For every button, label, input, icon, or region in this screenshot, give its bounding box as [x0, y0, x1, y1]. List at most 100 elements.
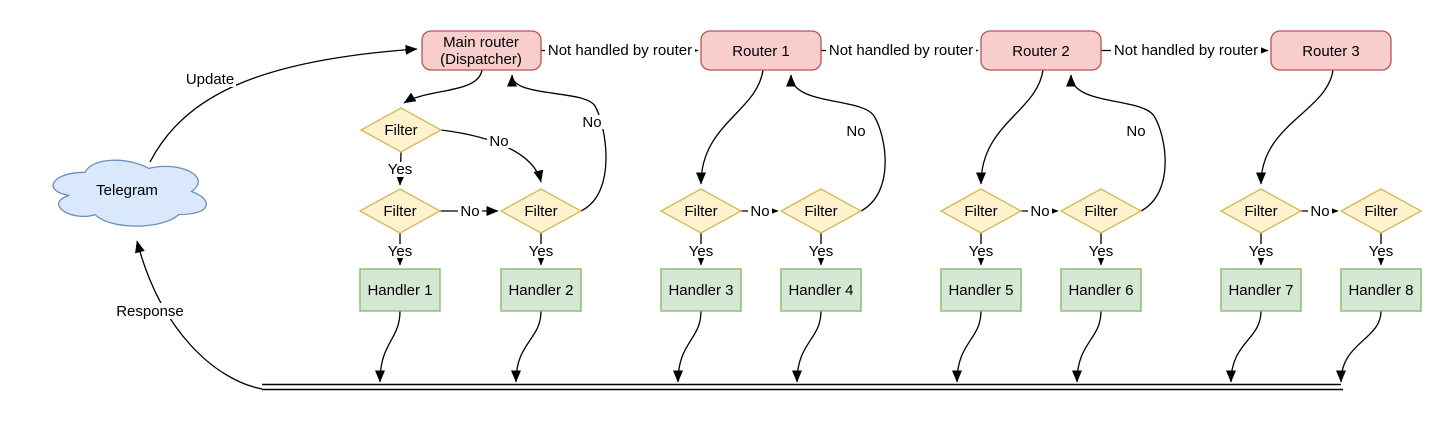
router1-filter-right-node [779, 188, 863, 234]
handler-1-node [359, 268, 441, 312]
router1-filter-left-node [659, 188, 743, 234]
edge-response [135, 240, 263, 390]
edge-label-bg [1111, 43, 1261, 58]
filter-label: Filter [684, 203, 717, 220]
handler-6-label: Handler 6 [1068, 282, 1133, 299]
edge-label-bg [967, 244, 995, 258]
handler-4-node [780, 268, 862, 312]
edge-label-bg [826, 43, 976, 58]
edge-update [149, 44, 418, 163]
edge-label-bg [116, 303, 184, 319]
edge-label-no: No [750, 203, 769, 220]
router2-filter-left-node [939, 188, 1023, 234]
handler-8-label: Handler 8 [1348, 282, 1413, 299]
edge-router3-to-filter [1256, 69, 1334, 185]
edge-label-not-handled-3: Not handled by router [1114, 42, 1258, 59]
edge-handler7-to-bus [1226, 310, 1262, 383]
edge-handler5-to-bus [952, 310, 982, 383]
edge-label-no: No [1126, 123, 1145, 140]
filter-label: Filter [1084, 203, 1117, 220]
handler-5-node [940, 268, 1022, 312]
edge-label-bg [1124, 124, 1148, 138]
edge-label-bg [545, 43, 695, 58]
edge-handler6-to-bus [1072, 310, 1102, 383]
edge-label-bg [1028, 204, 1052, 218]
edge-label-no: No [1030, 203, 1049, 220]
edge-label-not-handled-2: Not handled by router [829, 42, 973, 59]
edge-label-bg [687, 244, 715, 258]
edge-label-update: Update [186, 71, 234, 88]
handler-6-node [1060, 268, 1142, 312]
main-filter-top-node [359, 107, 443, 153]
handler-4-label: Handler 4 [788, 282, 853, 299]
router-2-label: Router 2 [1012, 43, 1070, 60]
main-router-label-line1: Main router [443, 34, 519, 51]
edge-main-to-top-filter [403, 69, 483, 104]
edge-label-yes: Yes [529, 243, 553, 260]
edge-handler2-to-bus [511, 310, 542, 383]
edge-label-yes: Yes [1089, 243, 1113, 260]
main-router-node [421, 30, 542, 71]
filter-label: Filter [1364, 203, 1397, 220]
edge-label-bg [386, 244, 414, 258]
edge-label-no: No [1310, 203, 1329, 220]
router-1-label: Router 1 [732, 43, 790, 60]
router3-filter-left-node [1219, 188, 1303, 234]
main-router-label-line2: (Dispatcher) [440, 51, 522, 68]
handler-3-label: Handler 3 [668, 282, 733, 299]
handler-8-node [1340, 268, 1422, 312]
edge-label-no: No [846, 123, 865, 140]
edge-label-bg [1308, 204, 1332, 218]
edge-label-yes: Yes [1369, 243, 1393, 260]
handler-7-label: Handler 7 [1228, 282, 1293, 299]
edge-label-bg [1367, 244, 1395, 258]
telegram-cloud-shape [52, 159, 207, 227]
handler-3-node [660, 268, 742, 312]
edge-label-yes: Yes [1249, 243, 1273, 260]
edge-label-yes: Yes [388, 243, 412, 260]
edge-router1-return-no [786, 74, 886, 212]
router-3-node [1270, 30, 1392, 71]
handler-2-label: Handler 2 [508, 282, 573, 299]
edge-label-bg [580, 115, 604, 129]
edge-label-bg [807, 244, 835, 258]
edge-router1-to-filter [696, 69, 764, 185]
edge-label-bg [527, 244, 555, 258]
edge-label-bg [386, 162, 414, 177]
edge-router2-to-filter [976, 69, 1044, 185]
edge-handler3-to-bus [673, 310, 702, 383]
router-1-node [700, 30, 822, 71]
edge-label-yes: Yes [689, 243, 713, 260]
edge-label-yes: Yes [969, 243, 993, 260]
handler-5-label: Handler 5 [948, 282, 1013, 299]
edge-label-bg [844, 124, 868, 138]
main-filter-right-node [499, 188, 583, 234]
edge-main-return-no [507, 74, 607, 212]
filter-label: Filter [524, 203, 557, 220]
edge-handler8-to-bus [1336, 310, 1382, 383]
edge-label-response: Response [116, 303, 184, 320]
main-filter-left-node [358, 188, 442, 234]
edge-label-yes: Yes [809, 243, 833, 260]
edge-label-bg [487, 134, 512, 148]
filter-label: Filter [384, 122, 417, 139]
edge-label-yes: Yes [388, 161, 412, 178]
edge-label-no: No [582, 114, 601, 131]
edge-label-bg [184, 70, 236, 87]
filter-label: Filter [804, 203, 837, 220]
edge-label-not-handled-1: Not handled by router [548, 42, 692, 59]
edge-label-bg [458, 204, 482, 218]
edge-label-bg [1087, 244, 1115, 258]
edge-label-bg [748, 204, 772, 218]
router-2-node [980, 30, 1102, 71]
edge-handler4-to-bus [792, 310, 822, 383]
edge-label-no: No [460, 203, 479, 220]
edge-router2-return-no [1066, 74, 1166, 212]
edge-label-bg [1247, 244, 1275, 258]
handler-7-node [1220, 268, 1302, 312]
filter-label: Filter [1244, 203, 1277, 220]
handler-1-label: Handler 1 [367, 282, 432, 299]
router-3-label: Router 3 [1302, 43, 1360, 60]
